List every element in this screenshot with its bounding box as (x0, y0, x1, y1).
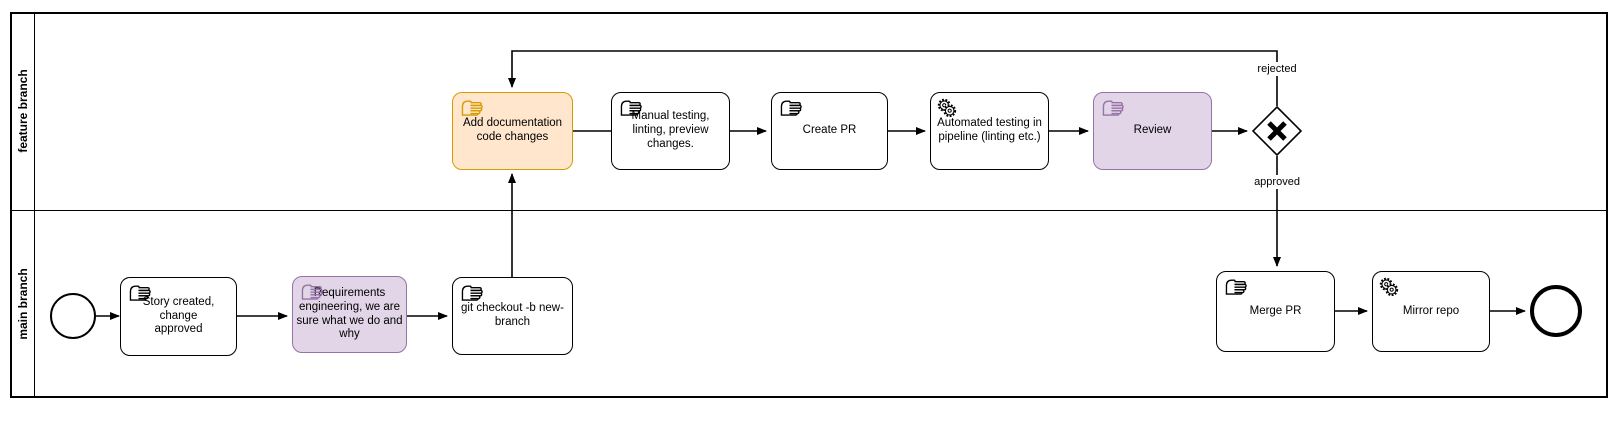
task-create-pr[interactable]: Create PR (771, 92, 888, 170)
task-label: Create PR (802, 124, 857, 137)
task-label: Merge PR (1249, 304, 1302, 317)
manual-task-hand-icon (778, 98, 803, 117)
pool (10, 12, 1608, 398)
service-task-gears-icon (1379, 277, 1399, 297)
task-automated-testing[interactable]: Automated testing in pipeline (linting e… (930, 92, 1049, 170)
manual-task-hand-icon (459, 283, 484, 302)
lane-label-main-branch: main branch (16, 268, 30, 340)
task-manual-testing[interactable]: Manual testing, linting, preview changes… (611, 92, 730, 170)
manual-task-hand-icon (127, 283, 152, 302)
task-label: Review (1133, 124, 1172, 137)
manual-task-hand-icon (1223, 277, 1248, 296)
task-git-checkout[interactable]: git checkout -b new- branch (452, 277, 573, 355)
task-label: git checkout -b new- branch (461, 302, 564, 328)
manual-task-hand-icon (459, 98, 484, 117)
task-add-documentation[interactable]: Add documentation code changes (452, 92, 573, 170)
end-event[interactable] (1530, 285, 1582, 337)
start-event[interactable] (50, 293, 96, 339)
lane-divider (10, 210, 1608, 211)
manual-task-hand-icon (299, 282, 324, 301)
manual-task-hand-icon (1100, 98, 1125, 117)
task-requirements-engineering[interactable]: Requirements engineering, we are sure wh… (292, 276, 407, 353)
x-marker-icon (1267, 121, 1287, 141)
task-label: Mirror repo (1402, 304, 1460, 317)
task-story-created[interactable]: Story created, change approved (120, 277, 237, 356)
exclusive-gateway[interactable] (1251, 105, 1303, 157)
edge-label-approved: approved (1251, 175, 1303, 189)
lane-label-feature-branch: feature branch (16, 69, 30, 153)
task-label: Automated testing in pipeline (linting e… (937, 117, 1042, 143)
service-task-gears-icon (937, 98, 957, 118)
manual-task-hand-icon (618, 98, 643, 117)
task-label: Story created, change approved (142, 295, 215, 336)
edge-label-rejected: rejected (1254, 62, 1300, 76)
task-review[interactable]: Review (1093, 92, 1212, 170)
task-mirror-repo[interactable]: Mirror repo (1372, 271, 1490, 352)
lane-label-band-divider (34, 12, 35, 398)
task-merge-pr[interactable]: Merge PR (1216, 271, 1335, 352)
task-label: Add documentation code changes (462, 117, 563, 143)
